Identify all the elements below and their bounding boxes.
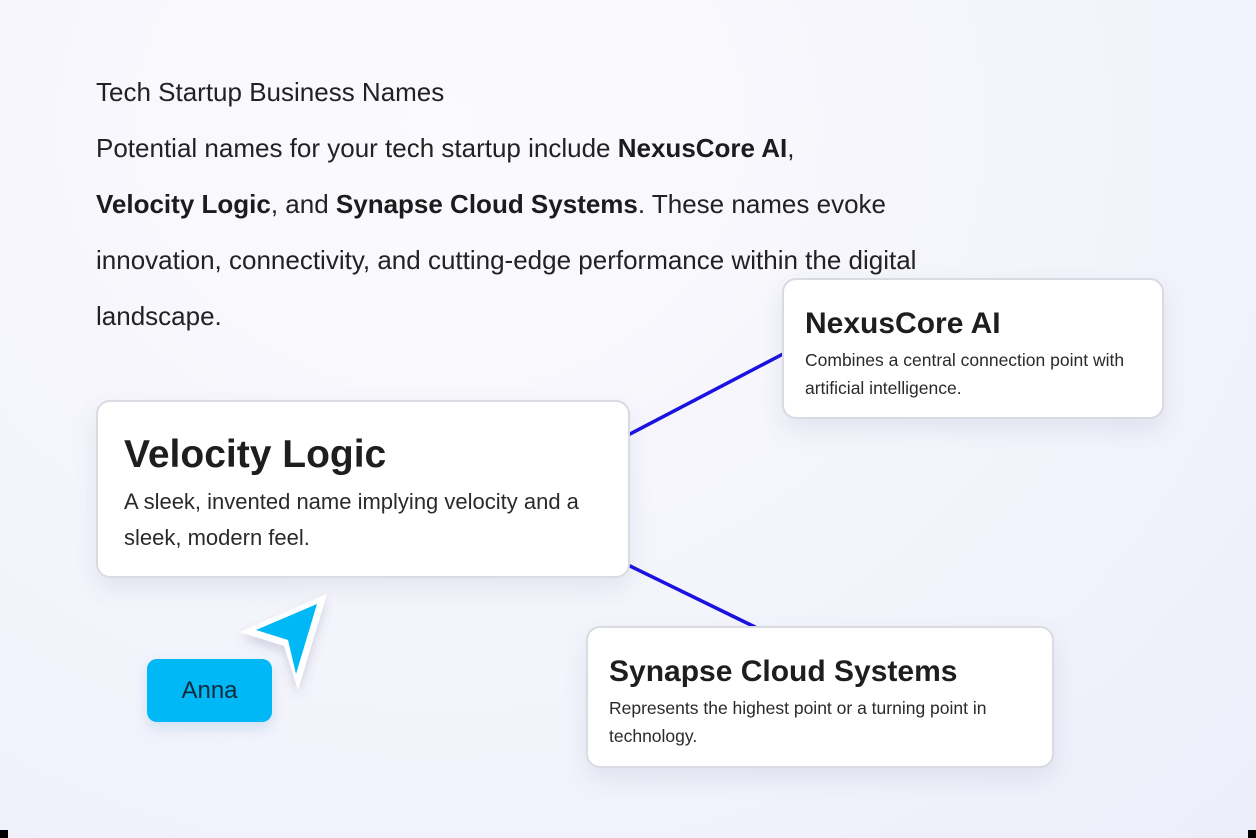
card-title: Synapse Cloud Systems (609, 655, 958, 688)
connector-velocity-nexus (628, 352, 785, 436)
page-title: Tech Startup Business Names (96, 77, 445, 107)
collaborator-name: Anna (181, 676, 238, 704)
intro-name-nexus: NexusCore AI (617, 133, 788, 163)
card-title: NexusCore AI (805, 307, 1001, 340)
intro-name-velocity: Velocity Logic (96, 189, 271, 219)
collaborator-name-tag: Anna (147, 659, 272, 722)
card-description: Represents the highest point or a turnin… (609, 698, 987, 746)
card-synapse-cloud-systems[interactable]: Synapse Cloud Systems Represents the hig… (586, 626, 1054, 768)
cursor-pointer-icon (240, 594, 327, 690)
card-description: Combines a central connection point with… (805, 350, 1125, 398)
corner-marker-left (0, 830, 8, 838)
intro-text: Potential names for your tech startup in… (96, 133, 618, 163)
intro-name-synapse: Synapse Cloud Systems (335, 189, 638, 219)
intro-section: Tech Startup Business Names Potential na… (96, 64, 926, 344)
card-title: Velocity Logic (124, 433, 387, 476)
intro-paragraph: Potential names for your tech startup in… (96, 120, 926, 344)
intro-text: , and (270, 189, 336, 219)
card-description: A sleek, invented name implying velocity… (124, 489, 579, 550)
corner-marker-right (1248, 830, 1256, 838)
intro-text: , (787, 133, 795, 163)
card-velocity-logic[interactable]: Velocity Logic A sleek, invented name im… (96, 400, 630, 578)
intro-text: . These names evoke innovation, connecti… (96, 189, 917, 331)
connector-velocity-synapse (628, 564, 757, 629)
card-nexuscore-ai[interactable]: NexusCore AI Combines a central connecti… (782, 278, 1164, 419)
